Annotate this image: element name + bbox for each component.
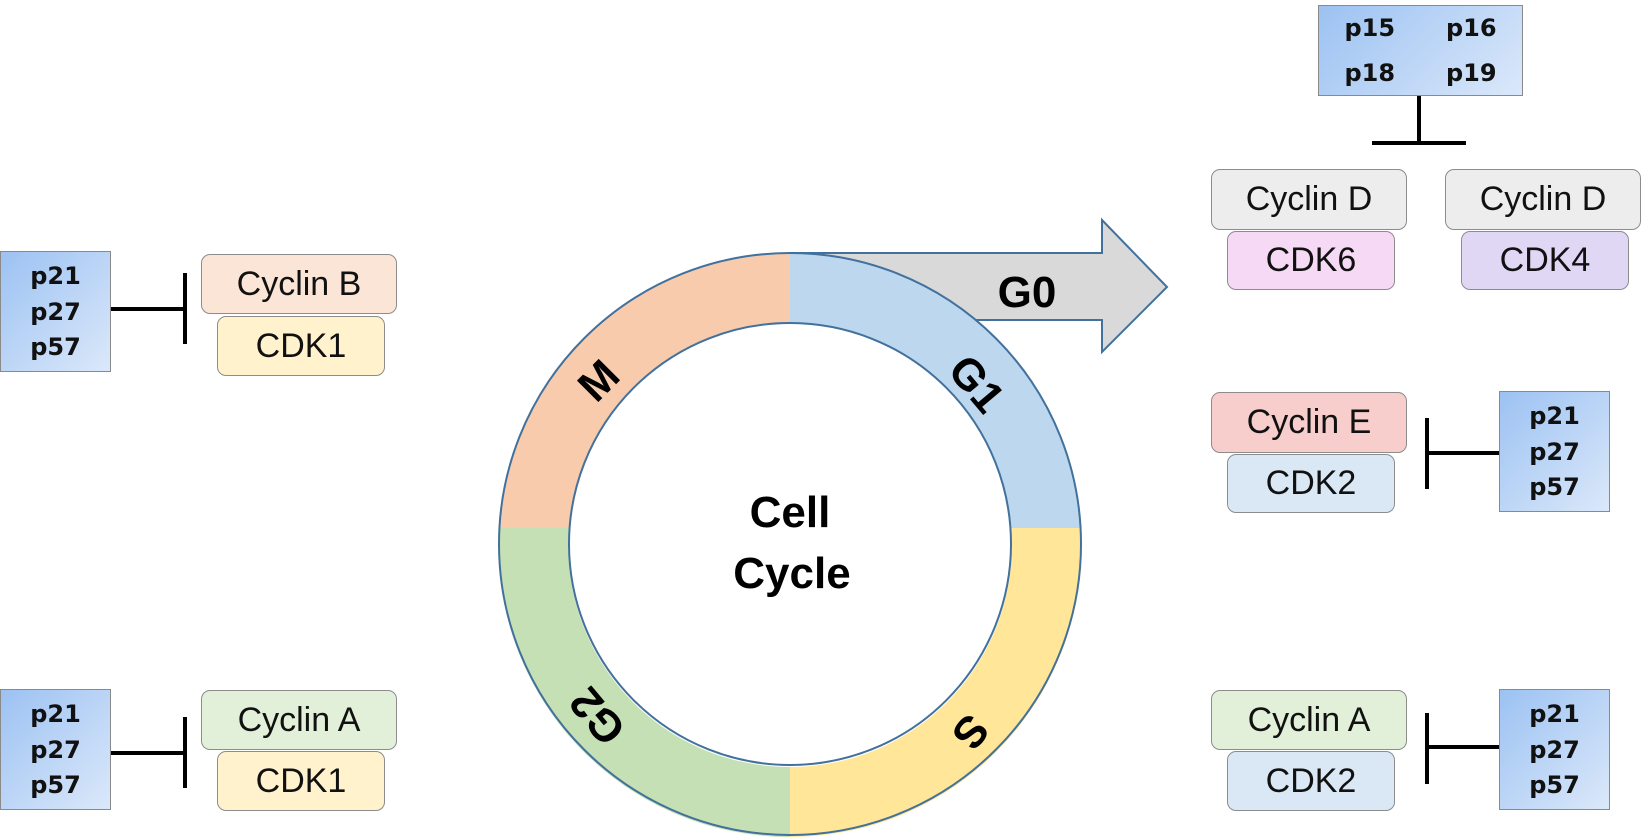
inhibitor-p57: p57 xyxy=(1529,473,1580,502)
phase-g2-segment xyxy=(498,528,790,838)
cyclin-e-box: Cyclin E xyxy=(1211,392,1407,453)
cyclin-a-box-g2: Cyclin A xyxy=(201,690,397,750)
inhibitor-box-s: p21 p27 p57 xyxy=(1499,689,1610,810)
inhibitor-p18: p18 xyxy=(1344,58,1396,87)
cdk1-box-g2: CDK1 xyxy=(217,751,385,811)
inhibitor-p27: p27 xyxy=(30,735,81,764)
ring-inner-outline xyxy=(568,322,1012,766)
phase-g1-segment xyxy=(790,252,1081,528)
inhibitor-p16: p16 xyxy=(1445,14,1497,43)
inhibitor-p21: p21 xyxy=(30,261,81,290)
inhibitor-p21: p21 xyxy=(30,699,81,728)
inhibition-tbar-ink4 xyxy=(1372,141,1466,145)
inhibition-line-g1s xyxy=(1425,451,1499,455)
inhibition-line-m xyxy=(111,307,187,311)
cyclin-d-box-cdk4: Cyclin D xyxy=(1445,169,1641,230)
cdk1-box-m: CDK1 xyxy=(217,316,385,376)
cdk2-box-g1s: CDK2 xyxy=(1227,454,1395,513)
inhibitor-box-ink4: p15 p16 p18 p19 xyxy=(1318,5,1523,96)
inhibitor-p27: p27 xyxy=(1529,437,1580,466)
inhibitor-p21: p21 xyxy=(1529,699,1580,728)
cdk4-box: CDK4 xyxy=(1461,231,1629,290)
inhibitor-p27: p27 xyxy=(30,297,81,326)
phase-m-segment xyxy=(499,252,790,528)
g0-label: G0 xyxy=(998,268,1057,317)
inhibitor-p27: p27 xyxy=(1529,735,1580,764)
inhibitor-p57: p57 xyxy=(1529,771,1580,800)
inhibitor-p21: p21 xyxy=(1529,401,1580,430)
center-title-line2: Cycle xyxy=(733,549,850,598)
inhibition-line-g2 xyxy=(111,751,187,755)
inhibitor-p15: p15 xyxy=(1344,14,1396,43)
cyclin-d-box-cdk6: Cyclin D xyxy=(1211,169,1407,230)
inhibitor-p57: p57 xyxy=(30,771,81,800)
phase-s-segment xyxy=(790,528,1082,838)
inhibition-tbar-m xyxy=(183,273,187,344)
inhibition-line-ink4 xyxy=(1417,96,1421,144)
cyclin-b-box: Cyclin B xyxy=(201,254,397,314)
cdk6-box: CDK6 xyxy=(1227,231,1395,290)
inhibition-tbar-g2 xyxy=(183,717,187,788)
cdk2-box-s: CDK2 xyxy=(1227,751,1395,811)
center-title-line1: Cell xyxy=(750,488,831,537)
inhibitor-box-g2: p21 p27 p57 xyxy=(0,689,111,810)
ring-outer-outline xyxy=(498,252,1082,836)
inhibitor-p19: p19 xyxy=(1445,58,1497,87)
inhibition-line-s xyxy=(1425,745,1499,749)
inhibitor-p57: p57 xyxy=(30,333,81,362)
cyclin-a-box-s: Cyclin A xyxy=(1211,690,1407,750)
inhibitor-box-m: p21 p27 p57 xyxy=(0,251,111,372)
inhibitor-box-g1s: p21 p27 p57 xyxy=(1499,391,1610,512)
